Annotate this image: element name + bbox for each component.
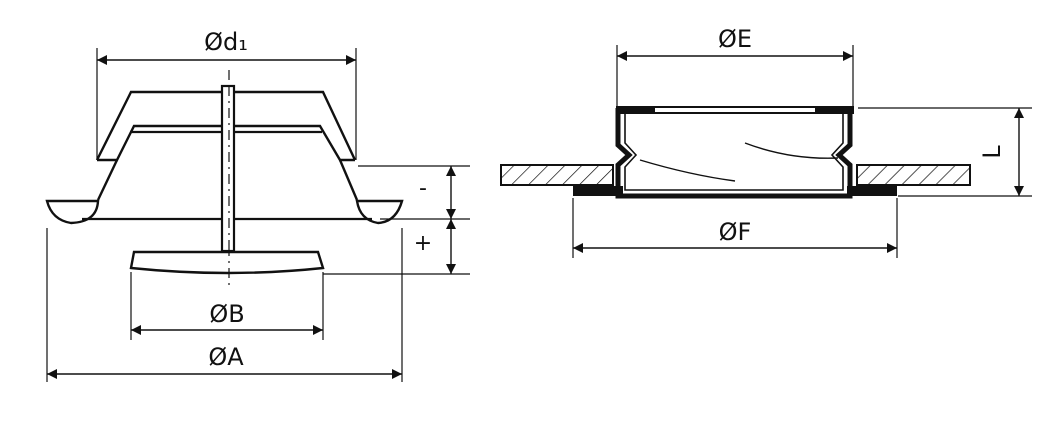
label-d1: Ød₁: [204, 28, 248, 56]
wall-section-left: [500, 164, 614, 186]
frame-flange-left: [573, 186, 623, 196]
label-B: ØB: [209, 300, 244, 328]
flange-lip-right: [355, 199, 404, 225]
flange-lip-left: [45, 199, 100, 225]
label-A: ØA: [208, 343, 244, 371]
label-F: ØF: [719, 218, 752, 246]
label-E: ØE: [718, 25, 752, 53]
frame-body: [615, 108, 853, 199]
mounting-frame-section-view: ØE ØF L: [500, 25, 1032, 258]
spindle: [220, 84, 236, 253]
disc-valve-side-view: Ød₁ ØB ØA - +: [45, 28, 470, 382]
valve-body-cone: [96, 159, 119, 201]
frame-flange-right: [847, 186, 897, 196]
label-plus: +: [414, 231, 432, 256]
valve-body-cone-right: [338, 159, 359, 201]
wall-section-right: [856, 164, 971, 186]
label-L: L: [978, 145, 1006, 159]
valve-disc: [129, 250, 325, 275]
label-minus: -: [419, 176, 427, 201]
